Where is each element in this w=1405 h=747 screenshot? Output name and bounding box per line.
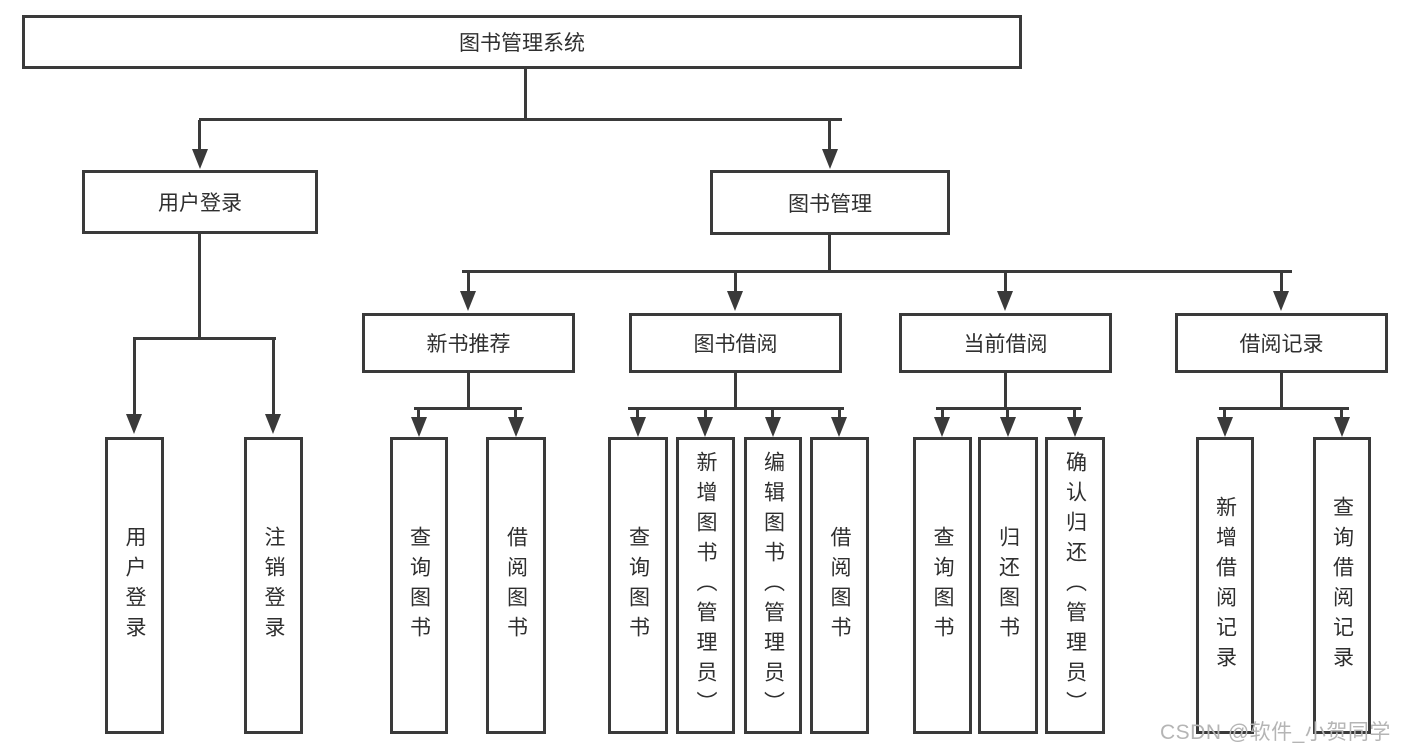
connector-to-leaf: [941, 409, 944, 417]
connector-root-stem: [524, 69, 527, 119]
leaf-logout: 注销登录: [244, 437, 303, 734]
arrow-down-icon: [1217, 417, 1233, 437]
arrow-down-icon: [508, 417, 524, 437]
leaf-user-login: 用户登录: [105, 437, 164, 734]
arrow-down-icon: [1273, 291, 1289, 311]
connector-user-login-branch: [133, 337, 276, 340]
connector-to-leaf: [838, 409, 841, 417]
node-label: 借阅记录: [1239, 333, 1324, 356]
csdn-watermark: CSDN @软件_小贺同学: [1160, 721, 1391, 744]
leaf-edit-books-admin: 编辑图书（管理员）: [744, 437, 802, 734]
connector-book-borrowing-stem: [734, 373, 737, 409]
leaf-label: 查询图书: [931, 525, 954, 646]
connector-borrowing-records-branch: [1219, 407, 1349, 410]
node-library-management-system: 图书管理系统: [22, 15, 1022, 69]
arrow-down-icon: [126, 414, 142, 434]
connector-new-book-stem: [467, 373, 470, 409]
leaf-label: 新增图书（管理员）: [694, 450, 717, 721]
arrow-down-icon: [630, 417, 646, 437]
connector-book-management-stem: [828, 234, 831, 272]
connector-to-leaf: [1006, 409, 1009, 417]
node-label: 图书管理系统: [459, 32, 585, 55]
node-borrowing-records: 借阅记录: [1175, 313, 1388, 373]
leaf-add-borrow-record: 新增借阅记录: [1196, 437, 1254, 734]
leaf-label: 归还图书: [996, 525, 1020, 646]
connector-to-leaf: [1223, 409, 1226, 417]
leaf-label: 编辑图书（管理员）: [761, 450, 785, 721]
connector-to-leaf: [133, 339, 136, 414]
leaf-label: 查询借阅记录: [1330, 495, 1354, 676]
connector-to-leaf: [1340, 409, 1343, 417]
leaf-query-books-borrowing: 查询图书: [608, 437, 668, 734]
arrow-down-icon: [765, 417, 781, 437]
connector-borrowing-records-stem: [1280, 373, 1283, 409]
leaf-return-books: 归还图书: [978, 437, 1038, 734]
connector-user-login-stem: [198, 233, 201, 339]
connector-new-book-branch: [414, 407, 522, 410]
arrow-down-icon: [460, 291, 476, 311]
leaf-query-books-recommend: 查询图书: [390, 437, 448, 734]
node-user-login: 用户登录: [82, 170, 318, 234]
node-label: 新书推荐: [426, 333, 511, 356]
leaf-query-books-current: 查询图书: [913, 437, 972, 734]
leaf-query-borrow-record: 查询借阅记录: [1313, 437, 1371, 734]
leaf-label: 新增借阅记录: [1213, 495, 1237, 676]
node-label: 当前借阅: [963, 333, 1048, 356]
connector-to-leaf: [704, 409, 707, 417]
leaf-label: 借阅图书: [504, 525, 528, 646]
connector-to-leaf: [272, 339, 275, 414]
node-book-management: 图书管理: [710, 170, 950, 235]
leaf-borrow-books-recommend: 借阅图书: [486, 437, 546, 734]
arrow-down-icon: [1067, 417, 1083, 437]
leaf-label: 注销登录: [262, 525, 285, 646]
node-label: 用户登录: [158, 192, 242, 215]
arrow-down-icon: [822, 149, 838, 169]
arrow-down-icon: [265, 414, 281, 434]
arrow-down-icon: [997, 291, 1013, 311]
arrow-down-icon: [934, 417, 950, 437]
connector-to-leaf: [1073, 409, 1076, 417]
connector-to-leaf: [417, 409, 420, 417]
arrow-down-icon: [727, 291, 743, 311]
connector-to-book-borrowing: [734, 272, 737, 292]
connector-to-user-login: [198, 120, 201, 150]
connector-to-new-book: [467, 272, 470, 292]
arrow-down-icon: [697, 417, 713, 437]
leaf-confirm-return-admin: 确认归还（管理员）: [1045, 437, 1105, 734]
node-book-borrowing: 图书借阅: [629, 313, 842, 373]
connector-current-borrowing-stem: [1004, 373, 1007, 409]
leaf-borrow-books-borrowing: 借阅图书: [810, 437, 869, 734]
arrow-down-icon: [831, 417, 847, 437]
node-label: 图书管理: [788, 192, 872, 216]
arrow-down-icon: [411, 417, 427, 437]
arrow-down-icon: [192, 149, 208, 169]
arrow-down-icon: [1000, 417, 1016, 437]
leaf-label: 查询图书: [626, 525, 650, 646]
connector-root-branch: [199, 118, 842, 121]
connector-to-borrowing-records: [1280, 272, 1283, 292]
connector-current-borrowing-branch: [936, 407, 1081, 410]
connector-to-leaf: [636, 409, 639, 417]
leaf-label: 借阅图书: [828, 525, 851, 646]
leaf-add-books-admin: 新增图书（管理员）: [676, 437, 735, 734]
leaf-label: 查询图书: [407, 525, 431, 646]
connector-book-borrowing-branch: [628, 407, 844, 410]
connector-to-book-management: [828, 120, 831, 150]
connector-to-leaf: [771, 409, 774, 417]
connector-to-current-borrowing: [1004, 272, 1007, 292]
node-current-borrowing: 当前借阅: [899, 313, 1112, 373]
arrow-down-icon: [1334, 417, 1350, 437]
connector-to-leaf: [514, 409, 517, 417]
node-new-book-recommendation: 新书推荐: [362, 313, 575, 373]
leaf-label: 确认归还（管理员）: [1063, 450, 1087, 721]
connector-book-management-branch: [462, 270, 1292, 273]
leaf-label: 用户登录: [123, 525, 146, 646]
node-label: 图书借阅: [693, 333, 778, 356]
